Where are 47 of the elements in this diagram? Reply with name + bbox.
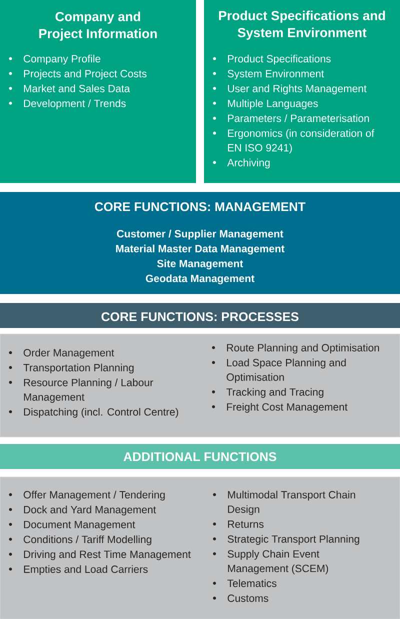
list-item: Resource Planning / Labour Management: [24, 378, 154, 403]
section-heading: CORE FUNCTIONS: PROCESSES: [102, 312, 298, 322]
list-item: Company Profile: [24, 54, 100, 65]
list-item: Tracking and Tracing: [226, 388, 324, 398]
list-item: Archiving: [227, 158, 270, 168]
list-item: Site Management: [157, 260, 244, 270]
list-item: Offer Management / Tendering: [24, 490, 165, 501]
list-item: Order Management: [24, 348, 114, 359]
list-item: Multimodal Transport Chain Design: [228, 490, 356, 516]
section-heading: ADDITIONAL FUNCTIONS: [124, 452, 276, 462]
list-item: Customer / Supplier Management: [117, 230, 284, 240]
list-item: Supply Chain Event Management (SCEM): [228, 550, 328, 574]
list-item: Empties and Load Carriers: [24, 565, 148, 576]
list-item: Returns: [228, 520, 264, 528]
list-item: Customs: [228, 594, 268, 602]
list-panel: [0, 476, 400, 619]
list-item: Material Master Data Management: [116, 244, 284, 254]
list-item: Projects and Project Costs: [24, 70, 146, 80]
list-item: Freight Cost Management: [227, 402, 348, 413]
list-item: Market and Sales Data: [24, 84, 130, 92]
section-panel: [0, 192, 400, 294]
list-item: Multiple Languages: [228, 99, 318, 110]
info-panel: [0, 0, 196, 183]
section-header-band: [0, 303, 400, 328]
list-item: Strategic Transport Planning: [228, 535, 360, 545]
list-item: Telematics: [227, 579, 276, 588]
list-item: Route Planning and Optimisation: [227, 344, 379, 354]
list-item: Dispatching (incl. Control Centre): [24, 408, 178, 418]
list-item: Ergonomics (in consideration of EN ISO 9241): [228, 129, 374, 154]
list-item: Dock and Yard Management: [24, 506, 156, 516]
list-item: Document Management: [24, 520, 136, 530]
section-header-band: [0, 444, 400, 469]
list-item: Parameters / Parameterisation: [228, 114, 369, 122]
panel-heading: Company and Project Information: [39, 12, 157, 41]
list-panel: [0, 334, 400, 438]
list-item: Product Specifications: [228, 54, 331, 65]
list-item: Geodata Management: [146, 274, 254, 284]
list-item: Driving and Rest Time Management: [24, 550, 191, 560]
info-panel: [204, 0, 400, 183]
list-item: Transportation Planning: [23, 364, 134, 374]
list-item: Conditions / Tariff Modelling: [24, 535, 152, 546]
list-item: System Environment: [228, 70, 324, 80]
panel-heading: Product Specifications and System Environment: [219, 10, 385, 40]
section-heading: CORE FUNCTIONS: MANAGEMENT: [94, 202, 306, 212]
list-item: User and Rights Management: [228, 84, 367, 94]
list-item: Development / Trends: [24, 99, 126, 110]
list-item: Load Space Planning and Optimisation: [226, 358, 346, 383]
